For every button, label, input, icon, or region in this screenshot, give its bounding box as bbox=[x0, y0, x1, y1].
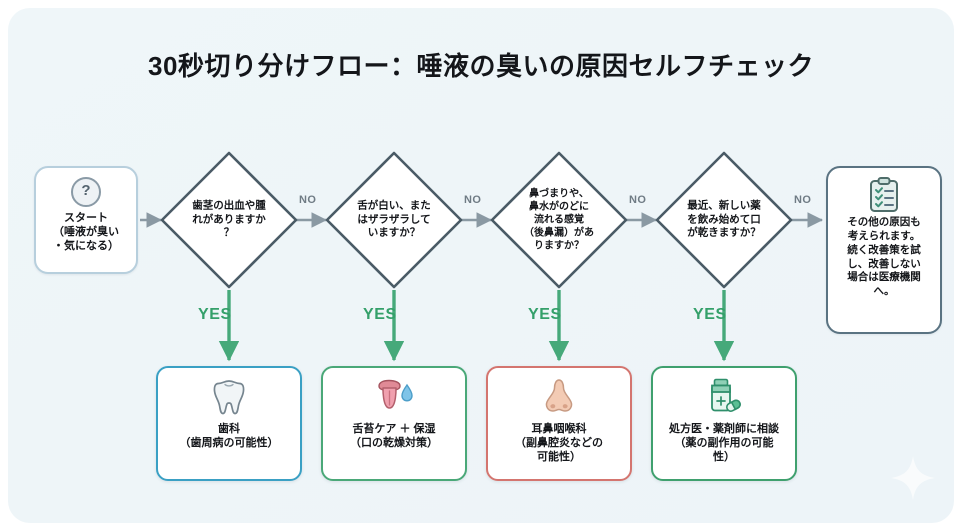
edge-label-no-medicine: NO bbox=[794, 194, 812, 206]
tongue-drop-icon bbox=[374, 377, 414, 417]
result-box-ent[interactable]: 耳鼻咽喉科（副鼻腔炎などの可能性） bbox=[486, 366, 632, 481]
edge-label-yes-nose: YES bbox=[528, 306, 562, 323]
connector-layer bbox=[140, 212, 824, 362]
diamond-shape bbox=[160, 151, 298, 289]
clipboard-check-icon bbox=[870, 177, 898, 212]
diamond-shape bbox=[490, 151, 628, 289]
result-box-dental-label: 歯科（歯周病の可能性） bbox=[179, 423, 279, 450]
result-box-pharmacy-label: 処方医・薬剤師に相談（薬の副作用の可能性） bbox=[669, 423, 779, 464]
diamond-shape bbox=[325, 151, 463, 289]
node-decision-medicine-label: 最近、新しい薬を飲み始めて口が乾きますか？ bbox=[687, 199, 761, 239]
nose-icon bbox=[542, 377, 576, 417]
diamond-shape bbox=[655, 151, 793, 289]
edge-label-yes-tongue: YES bbox=[363, 306, 397, 323]
sparkle-icon bbox=[891, 456, 935, 500]
edge-label-yes-gums: YES bbox=[198, 306, 232, 323]
edge-label-no-tongue: NO bbox=[464, 194, 482, 206]
node-end-other-causes[interactable]: その他の原因も考えられます。続く改善策を試し、改善しない場合は医療機関へ。 bbox=[826, 166, 942, 334]
node-decision-tongue[interactable]: 舌が白い、またはザラザラしていますか？ bbox=[323, 149, 465, 291]
node-decision-nose[interactable]: 鼻づまりや、鼻水がのどに流れる感覚（後鼻漏）がありますか？ bbox=[488, 149, 630, 291]
node-end-label: その他の原因も考えられます。続く改善策を試し、改善しない場合は医療機関へ。 bbox=[847, 216, 921, 298]
tooth-icon bbox=[213, 377, 245, 417]
node-decision-nose-label: 鼻づまりや、鼻水がのどに流れる感覚（後鼻漏）がありますか？ bbox=[524, 188, 594, 252]
result-box-tongue-care[interactable]: 舌苔ケア ＋ 保湿（口の乾燥対策） bbox=[321, 366, 467, 481]
node-decision-gums[interactable]: 歯茎の出血や腫れがありますか？ bbox=[158, 149, 300, 291]
question-mark-icon: ? bbox=[71, 177, 101, 207]
node-decision-tongue-label: 舌が白い、またはザラザラしていますか？ bbox=[357, 199, 431, 239]
result-box-pharmacy[interactable]: 処方医・薬剤師に相談（薬の副作用の可能性） bbox=[651, 366, 797, 481]
edge-label-yes-medicine: YES bbox=[693, 306, 727, 323]
pill-bottle-icon bbox=[706, 377, 742, 417]
edge-label-no-nose: NO bbox=[629, 194, 647, 206]
node-decision-medicine[interactable]: 最近、新しい薬を飲み始めて口が乾きますか？ bbox=[653, 149, 795, 291]
result-box-tongue-care-label: 舌苔ケア ＋ 保湿（口の乾燥対策） bbox=[350, 423, 438, 450]
page-title: 30秒切り分けフロー：唾液の臭いの原因セルフチェック bbox=[148, 51, 814, 81]
node-start-label: スタート（唾液が臭い・気になる） bbox=[53, 212, 119, 253]
node-decision-gums-label: 歯茎の出血や腫れがありますか？ bbox=[192, 199, 266, 239]
edge-label-no-gums: NO bbox=[299, 194, 317, 206]
flowchart-card: 30秒切り分けフロー：唾液の臭いの原因セルフチェック NO NO bbox=[8, 8, 954, 523]
result-box-dental[interactable]: 歯科（歯周病の可能性） bbox=[156, 366, 302, 481]
node-start[interactable]: ? スタート（唾液が臭い・気になる） bbox=[34, 166, 138, 274]
result-box-ent-label: 耳鼻咽喉科（副鼻腔炎などの可能性） bbox=[515, 423, 603, 464]
